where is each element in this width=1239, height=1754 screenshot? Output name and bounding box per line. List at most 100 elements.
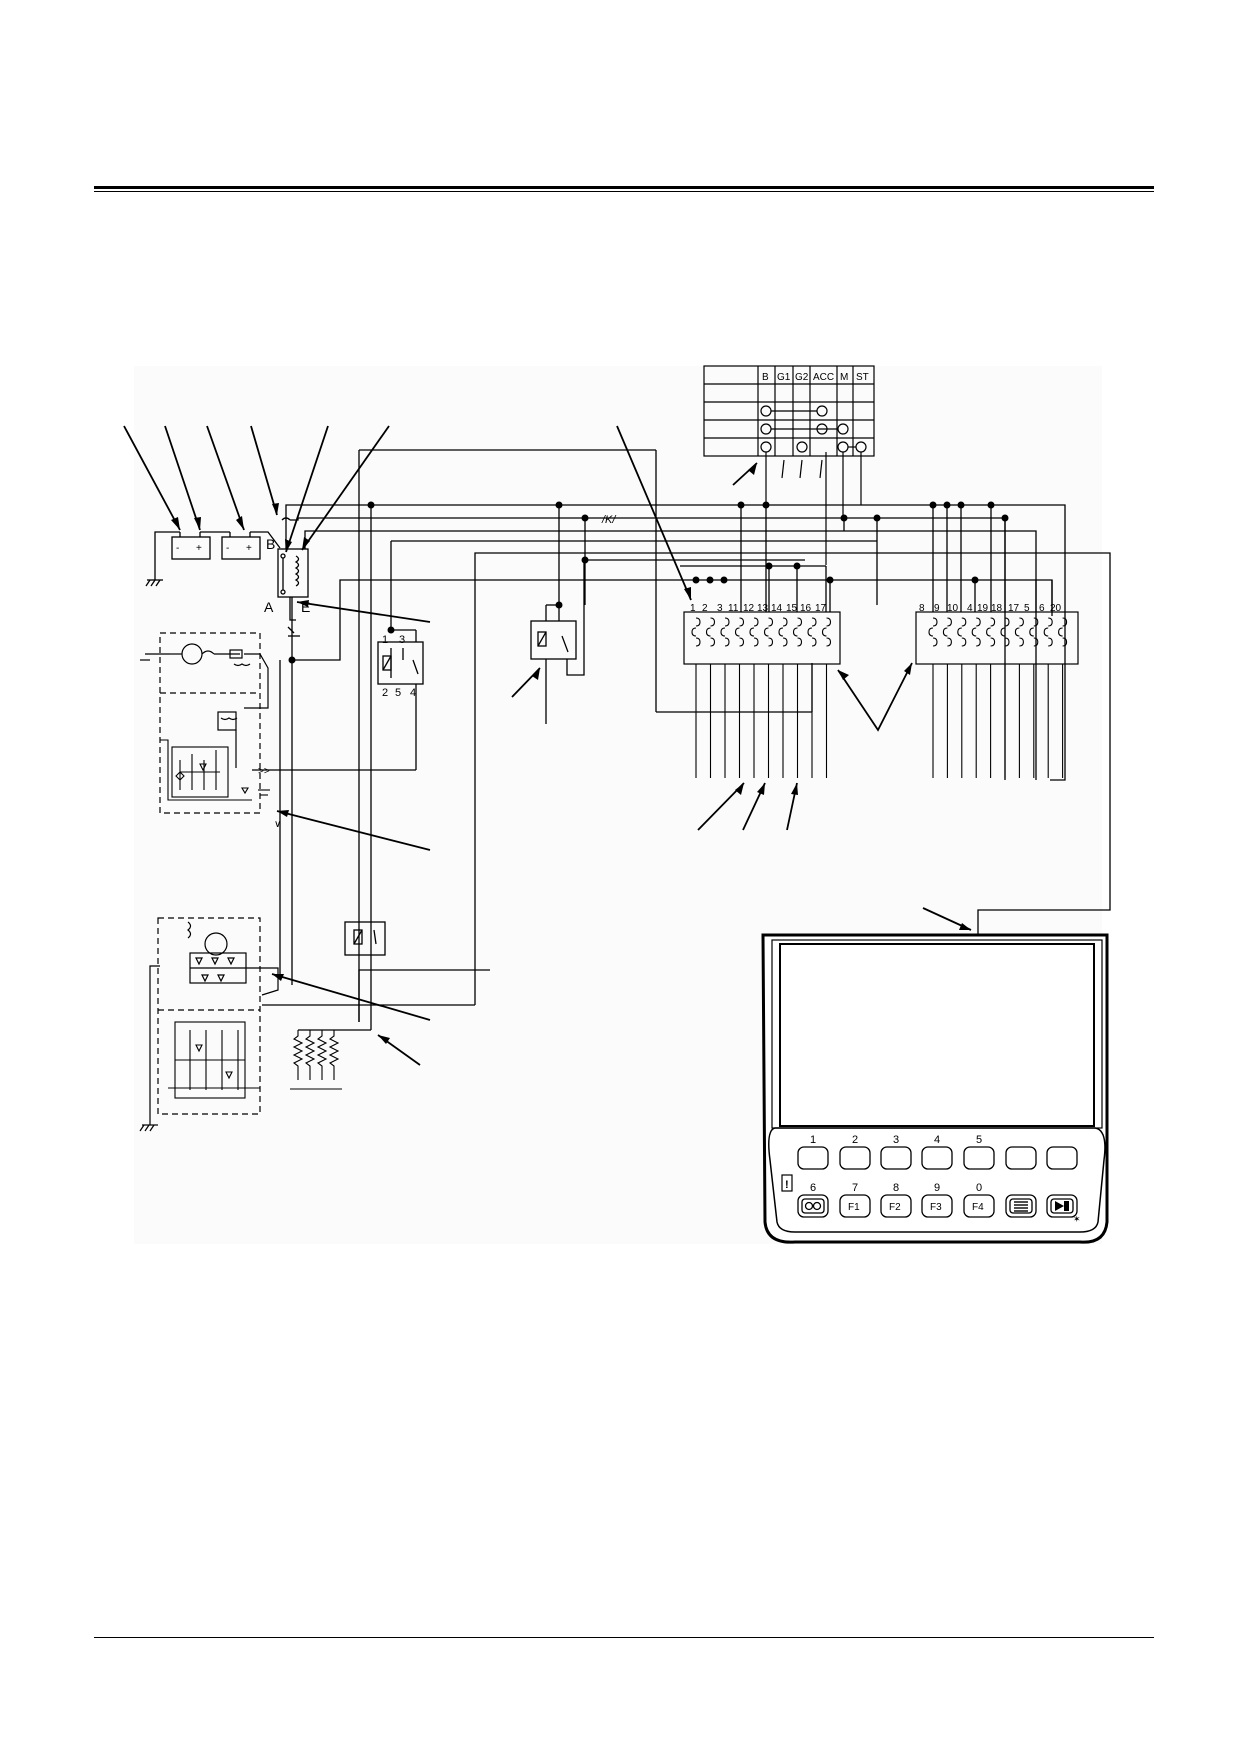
header-rule-thin (94, 191, 1154, 192)
svg-text:17: 17 (815, 603, 827, 614)
warning-icon: ! (781, 1174, 793, 1192)
regulator-circuit (160, 739, 270, 801)
starter-upper (139, 917, 279, 1132)
leader-arrowheads (171, 463, 971, 1044)
svg-text:18: 18 (991, 603, 1003, 614)
fuse (1029, 617, 1039, 778)
monitor-key-top[interactable] (1046, 1146, 1078, 1170)
main-wiring (262, 449, 1111, 1031)
leader-lines (123, 425, 972, 1066)
monitor-key-top[interactable]: 2 (839, 1134, 871, 1170)
monitor-key-bottom[interactable] (1005, 1194, 1037, 1218)
heater-resistors (290, 1029, 342, 1090)
fuse (986, 617, 996, 778)
fuse (928, 617, 938, 778)
svg-text:15: 15 (786, 603, 798, 614)
monitor-key-top[interactable]: 3 (880, 1134, 912, 1170)
fuse (720, 617, 730, 778)
ignition-switch-table (703, 365, 875, 457)
fuses-left (691, 617, 832, 778)
starter-circuit (168, 1021, 260, 1099)
fuse (971, 617, 981, 778)
monitor-key-top[interactable]: 1 (797, 1134, 829, 1170)
fuse (734, 617, 745, 778)
fusebox-right-numbers: 8 9 10 4 19 18 17 5 6 20 (919, 603, 1062, 614)
alternator-upper (140, 632, 269, 814)
svg-text:2: 2 (382, 687, 388, 699)
monitor-key-bottom[interactable]: 7F1 (839, 1182, 871, 1218)
fuse (821, 617, 832, 778)
monitor-key-bottom-number: 0 (976, 1182, 982, 1194)
svg-text:+: + (196, 543, 202, 554)
svg-text:5: 5 (1024, 603, 1030, 614)
monitor-key-bottom[interactable]: 9F3 (921, 1182, 953, 1218)
fusebox-left (683, 611, 841, 665)
wire-marker: /K/ (601, 514, 616, 526)
monitor-key-bottom[interactable]: 6 (797, 1182, 829, 1218)
monitor-key-label: F3 (930, 1202, 942, 1213)
svg-text:-: - (176, 543, 179, 554)
monitor-key-label: F2 (889, 1202, 901, 1213)
svg-text:2: 2 (702, 603, 708, 614)
fuses-right (928, 617, 1068, 778)
monitor-key-bottom-number: 6 (810, 1182, 816, 1194)
fuse (792, 617, 803, 778)
battery-pair (145, 531, 281, 587)
svg-text:12: 12 (743, 603, 755, 614)
monitor-key-top-number: 1 (810, 1134, 816, 1146)
svg-text:B: B (266, 536, 275, 552)
svg-text:14: 14 (771, 603, 783, 614)
monitor-key-top[interactable]: 5 (963, 1134, 995, 1170)
relay-lower (344, 921, 386, 956)
monitor-key-bottom[interactable] (1046, 1194, 1078, 1218)
ignition-switch-headers: B G1 G2 ACC M ST (762, 372, 869, 383)
monitor-screen (779, 943, 1095, 1127)
svg-text:G1: G1 (777, 372, 791, 383)
svg-text:-: - (226, 543, 229, 554)
monitor-key-label: F4 (972, 1202, 984, 1213)
svg-text:20: 20 (1050, 603, 1062, 614)
fuse (807, 617, 817, 778)
ignition-switch-pins (765, 452, 862, 565)
menu-icon (1009, 1198, 1033, 1214)
fuse (763, 617, 774, 778)
battery-polarity: -+ -+ (176, 543, 252, 554)
svg-text:ACC: ACC (813, 372, 834, 383)
svg-text:1: 1 (690, 603, 696, 614)
monitor-key-bottom-number: 8 (893, 1182, 899, 1194)
fuse (778, 617, 788, 778)
svg-text:13: 13 (757, 603, 769, 614)
monitor-key-bottom-number: 9 (934, 1182, 940, 1194)
connector-marker-2: ∨ (274, 819, 281, 830)
junction-dots (288, 501, 1009, 664)
monitor-key-top-number: 3 (893, 1134, 899, 1146)
monitor-key-bottom[interactable]: 0F4 (963, 1182, 995, 1218)
svg-text:1: 1 (382, 634, 388, 646)
fusebox-left-numbers: 1 2 3 11 12 13 14 15 16 17 (690, 603, 827, 614)
brightness-icon: ✶ (1073, 1214, 1081, 1224)
svg-text:19: 19 (977, 603, 989, 614)
svg-text:5: 5 (395, 687, 401, 699)
fuse (749, 617, 759, 778)
relay-terminal-labels: B A E (264, 536, 310, 615)
relay-center (530, 560, 585, 724)
svg-text:6: 6 (1039, 603, 1045, 614)
svg-text:8: 8 (919, 603, 925, 614)
fusebox-right (915, 611, 1079, 665)
fuse (705, 617, 716, 778)
svg-text:3: 3 (399, 634, 405, 646)
svg-text:4: 4 (410, 687, 416, 699)
svg-text:A: A (264, 599, 274, 615)
svg-text:9: 9 (934, 603, 940, 614)
monitor-key-top[interactable]: 4 (921, 1134, 953, 1170)
escape-icon (1050, 1198, 1074, 1214)
monitor-key-top[interactable] (1005, 1146, 1037, 1170)
fuse (942, 617, 952, 778)
svg-text:3: 3 (717, 603, 723, 614)
monitor-key-bottom-number: 7 (852, 1182, 858, 1194)
svg-text:10: 10 (947, 603, 959, 614)
svg-text:M: M (840, 372, 848, 383)
monitor-key-bottom[interactable]: 8F2 (880, 1182, 912, 1218)
